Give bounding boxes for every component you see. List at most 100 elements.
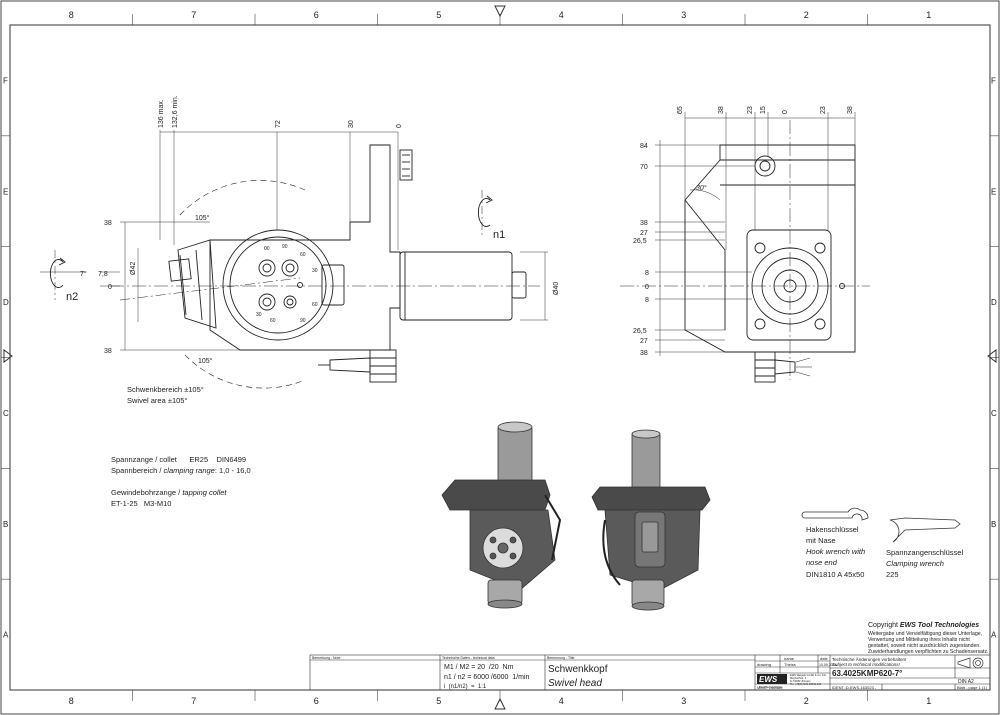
dim-27-rb: 27 bbox=[640, 338, 648, 345]
clamping-range: Spannbereich / clamping range: 1,0 - 16,… bbox=[111, 466, 251, 475]
address-line-2: Maybachstr. 1 bbox=[790, 676, 807, 680]
dim-72: 72 bbox=[275, 120, 282, 128]
grid-row-label-right: A bbox=[991, 631, 997, 640]
hook-wrench-de-2: mit Nase bbox=[806, 536, 836, 545]
drawing-title-en: Swivel head bbox=[548, 678, 602, 689]
grid-col-label-top: 3 bbox=[681, 10, 686, 20]
title-block-icons bbox=[957, 657, 984, 669]
dial-mark-8: 60 bbox=[270, 318, 276, 324]
paper-format: DIN A2 bbox=[958, 679, 974, 685]
dim-136-max: 136 max. bbox=[158, 99, 165, 128]
dim-23-right: 23 bbox=[820, 106, 827, 114]
label-n2: n2 bbox=[66, 291, 78, 303]
ews-logo-mark bbox=[757, 674, 787, 684]
clamping-range-value: : 1,0 - 16,0 bbox=[215, 466, 251, 475]
left-dimension-lines bbox=[100, 130, 548, 351]
hook-wrench-en-1: Hook wrench with bbox=[806, 547, 865, 556]
grid-col-label-bottom: 4 bbox=[559, 696, 564, 706]
col-name-header: name bbox=[784, 656, 795, 661]
angle-7: 7° bbox=[80, 270, 87, 278]
dim-38-top: 38 bbox=[104, 220, 112, 227]
dial-mark-4: 30 bbox=[312, 268, 318, 274]
grid-row-label-right: B bbox=[991, 520, 996, 529]
angle-30: 30° bbox=[696, 184, 707, 192]
ews-logo-text: EWS bbox=[759, 675, 778, 684]
copyright-title: Copyright EWS Tool Technologies bbox=[868, 622, 979, 629]
mmr-number: MMR: 146331 bbox=[757, 685, 783, 690]
grid-row-label-left: A bbox=[3, 631, 9, 640]
dim-65: 65 bbox=[677, 106, 684, 114]
grid-col-label-top: 8 bbox=[69, 10, 74, 20]
tech-note-en: Subject to technical modifications! bbox=[832, 662, 901, 667]
tapping-collet-en: tapping collet bbox=[182, 488, 227, 497]
tapping-collet: Gewindebohrzange / tapping collet bbox=[111, 488, 227, 497]
grid-col-label-top: 1 bbox=[926, 10, 931, 20]
dim-38-rb: 38 bbox=[640, 350, 648, 357]
copyright-line-1: Weitergabe und Vervielfältigung dieser U… bbox=[868, 631, 982, 637]
label-n1: n1 bbox=[493, 229, 505, 241]
grid-col-label-top: 6 bbox=[314, 10, 319, 20]
address-line-3: D-73095 Uhingen bbox=[790, 679, 811, 683]
dim-38-left: 38 bbox=[718, 106, 725, 114]
dial-mark-2: 90 bbox=[282, 244, 288, 250]
dim-38-rt: 38 bbox=[640, 220, 648, 227]
grid-col-label-top: 7 bbox=[191, 10, 196, 20]
drawing-title-de: Schwenkkopf bbox=[548, 664, 608, 675]
grid-row-label-left: C bbox=[3, 409, 9, 418]
dim-23-left: 23 bbox=[747, 106, 754, 114]
dim-diameter-42: Ø42 bbox=[130, 262, 137, 275]
clamping-range-en: clamping range bbox=[164, 466, 215, 475]
dim-27-rt: 27 bbox=[640, 230, 648, 237]
projection-circle-icon bbox=[972, 657, 984, 669]
dim-70: 70 bbox=[640, 164, 648, 171]
drawing-date: 10.09.2014 bbox=[819, 663, 837, 667]
projection-cone-icon bbox=[957, 657, 971, 669]
ident-number: IDENT.:D-EWS-163023 - bbox=[832, 685, 877, 690]
hook-wrench-de-1: Hakenschlüssel bbox=[806, 525, 859, 534]
speed-line: n1 / n2 = 6000 /6000 1/min bbox=[444, 674, 530, 681]
torque-line: M1 / M2 = 20 /20 Nm bbox=[444, 664, 514, 671]
grid-row-label-left: D bbox=[3, 298, 9, 307]
sheet-number: Blatt - page 1 (1) bbox=[957, 685, 987, 690]
col-date-header: date bbox=[820, 656, 829, 661]
clamping-wrench-en: Clamping wrench bbox=[886, 559, 944, 568]
swivel-range-en: Swivel area ±105° bbox=[127, 396, 187, 405]
dial-mark-3: 60 bbox=[300, 252, 306, 258]
dim-30: 30 bbox=[348, 120, 355, 128]
dim-15: 15 bbox=[760, 106, 767, 114]
angle-105-top: 105° bbox=[195, 214, 210, 222]
grid-col-label-bottom: 2 bbox=[804, 696, 809, 706]
copyright-line-3: gestattet, soweit nicht ausdrücklich zug… bbox=[868, 643, 981, 649]
angle-105-bottom: 105° bbox=[198, 357, 213, 365]
dim-0-left: 0 bbox=[108, 284, 112, 291]
address-line-1: EWS Weigele GmbH & Co. KG bbox=[790, 673, 826, 677]
copyright-prefix: Copyright bbox=[868, 622, 900, 629]
grid-col-label-top: 2 bbox=[804, 10, 809, 20]
swivel-range-de: Schwenkbereich ±105° bbox=[127, 385, 204, 394]
dial-mark-5: 60 bbox=[312, 302, 318, 308]
tapping-collet-spec: ET-1-25 M3-M10 bbox=[111, 499, 171, 508]
dim-38-bottom: 38 bbox=[104, 348, 112, 355]
grid-row-label-left: F bbox=[3, 76, 8, 85]
rotation-symbols bbox=[40, 190, 493, 300]
render-view-right bbox=[591, 429, 711, 611]
tech-note-de: Technische Änderungen vorbehalten! bbox=[832, 656, 906, 662]
dim-84: 84 bbox=[640, 143, 648, 150]
center-mark-left bbox=[3, 349, 13, 363]
right-dimension-lines bbox=[655, 112, 856, 356]
title-label: Benennung - Title bbox=[547, 656, 574, 660]
copyright-brand: EWS Tool Technologies bbox=[900, 622, 979, 629]
grid-col-label-top: 4 bbox=[559, 10, 564, 20]
address-line-4: Tel. +49(0)7161 93040-100 bbox=[790, 682, 822, 686]
grid-row-label-right: C bbox=[991, 409, 997, 418]
techdata-label: Technische Daten - technical data bbox=[442, 656, 495, 660]
center-mark-right bbox=[987, 349, 997, 363]
dial-mark-1: 00 bbox=[264, 246, 270, 252]
part-number: 63.4025KMP620-7° bbox=[832, 669, 902, 678]
clamping-wrench-de: Spannzangenschlüssel bbox=[886, 548, 963, 557]
ratio-line: i (n1/n2) = 1:1 bbox=[444, 684, 487, 690]
right-front-view bbox=[620, 120, 870, 383]
render-view-left bbox=[441, 421, 562, 609]
dim-0-top: 0 bbox=[396, 124, 403, 128]
